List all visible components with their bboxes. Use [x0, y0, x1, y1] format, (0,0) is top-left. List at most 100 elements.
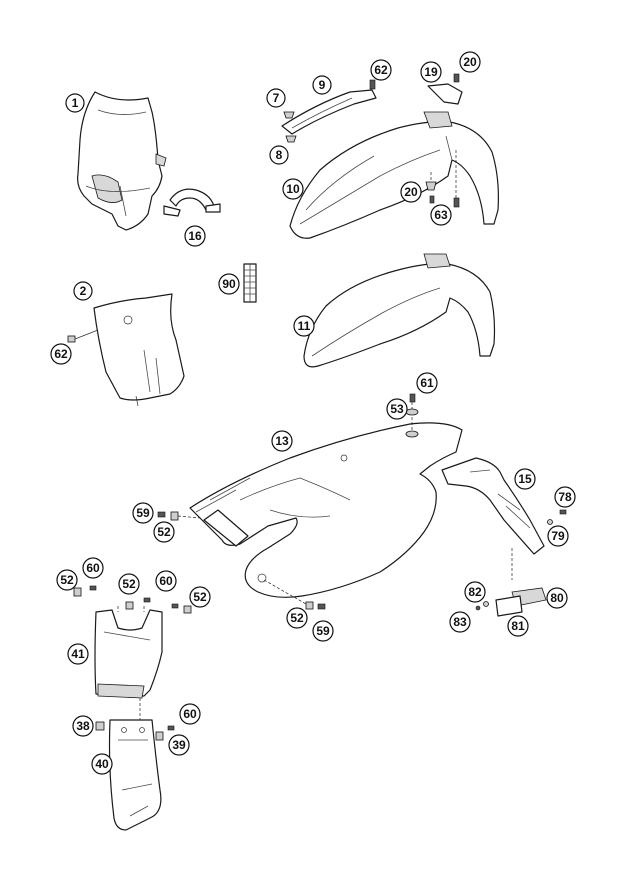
svg-text:16: 16 — [188, 229, 202, 243]
callout-60-plate-right: 60 — [155, 570, 177, 592]
number-plate — [93, 293, 185, 407]
svg-text:15: 15 — [518, 472, 532, 486]
screw-62-plate — [67, 329, 99, 343]
side-cover-seat — [189, 422, 463, 598]
screw-59-bottom — [317, 603, 326, 610]
screw-20-top — [453, 73, 460, 83]
screw-63b — [429, 195, 435, 204]
callout-15: 15 — [514, 468, 536, 490]
callout-2: 2 — [73, 281, 93, 301]
svg-text:79: 79 — [551, 529, 565, 543]
screw-60-plate-right — [171, 603, 179, 609]
svg-text:78: 78 — [558, 490, 572, 504]
screw-60-flap — [167, 725, 175, 731]
callout-20-top: 20 — [459, 51, 481, 73]
callout-52-plate-left: 52 — [56, 569, 78, 591]
callout-62-top: 62 — [370, 59, 392, 81]
callout-62-plate: 62 — [50, 343, 72, 365]
callout-63: 63 — [430, 204, 452, 226]
callout-83: 83 — [449, 611, 471, 633]
nut-52-plate-right — [183, 605, 192, 614]
svg-text:40: 40 — [95, 757, 109, 771]
svg-text:81: 81 — [511, 619, 525, 633]
callout-59-bottom: 59 — [312, 620, 334, 642]
callout-60-flap: 60 — [179, 703, 201, 725]
callout-80: 80 — [546, 587, 568, 609]
screw-59-left — [157, 511, 166, 518]
clip-38 — [95, 721, 105, 731]
license-light-bracket-81 — [495, 595, 523, 617]
nut-52-plate-left — [73, 587, 82, 597]
washer-82 — [483, 601, 489, 607]
callout-19: 19 — [420, 61, 442, 83]
nut-8 — [285, 135, 297, 143]
svg-text:13: 13 — [275, 434, 289, 448]
svg-text:38: 38 — [76, 719, 90, 733]
svg-text:83: 83 — [453, 615, 467, 629]
callout-7: 7 — [266, 88, 286, 108]
svg-text:52: 52 — [157, 525, 171, 539]
svg-text:10: 10 — [286, 182, 300, 196]
callout-78: 78 — [554, 486, 576, 508]
front-fender-alt — [303, 253, 496, 368]
washer-79 — [547, 519, 553, 525]
svg-text:80: 80 — [550, 591, 564, 605]
svg-text:62: 62 — [374, 63, 388, 77]
svg-text:52: 52 — [122, 577, 136, 591]
svg-text:61: 61 — [420, 376, 434, 390]
screw-7 — [283, 111, 295, 119]
svg-text:9: 9 — [319, 78, 326, 92]
svg-text:52: 52 — [60, 573, 74, 587]
svg-text:20: 20 — [463, 55, 477, 69]
svg-text:62: 62 — [54, 347, 68, 361]
svg-text:53: 53 — [390, 402, 404, 416]
callout-16: 16 — [184, 225, 206, 247]
callout-38: 38 — [72, 715, 94, 737]
callout-60-plate-left: 60 — [82, 557, 104, 579]
svg-text:60: 60 — [86, 561, 100, 575]
callout-13: 13 — [271, 430, 293, 452]
headlight-mask — [77, 91, 167, 231]
callout-10: 10 — [282, 178, 304, 200]
svg-text:2: 2 — [80, 284, 87, 298]
svg-text:8: 8 — [276, 148, 283, 162]
svg-text:82: 82 — [468, 585, 482, 599]
front-fender — [289, 111, 499, 239]
callout-52-seat-left: 52 — [153, 521, 175, 543]
svg-text:19: 19 — [424, 65, 438, 79]
callout-52-plate-right: 52 — [189, 586, 211, 608]
callout-11: 11 — [293, 315, 315, 337]
nut-52-plate-mid — [125, 601, 134, 610]
callout-8: 8 — [269, 145, 289, 165]
rear-fender-support — [441, 457, 545, 580]
callout-41: 41 — [67, 643, 89, 665]
svg-text:7: 7 — [273, 91, 280, 105]
bracket-19 — [427, 83, 463, 105]
callout-39: 39 — [168, 734, 190, 756]
callout-9: 9 — [312, 75, 332, 95]
screw-78 — [559, 509, 567, 515]
svg-text:90: 90 — [222, 277, 236, 291]
svg-text:63: 63 — [434, 208, 448, 222]
fender-bracket — [281, 89, 377, 135]
nut-20-mid — [425, 172, 437, 191]
svg-text:60: 60 — [159, 574, 173, 588]
svg-text:20: 20 — [404, 185, 418, 199]
callout-40: 40 — [91, 753, 113, 775]
screw-60-plate-mid — [143, 597, 151, 603]
screw-63 — [453, 150, 460, 208]
screw-83 — [475, 605, 481, 611]
svg-text:39: 39 — [172, 738, 186, 752]
mud-flap — [108, 698, 162, 831]
headlight-clamp — [163, 188, 221, 217]
nut-39 — [155, 731, 164, 741]
washer-53 — [405, 408, 419, 438]
callout-59-left: 59 — [132, 502, 154, 524]
svg-text:41: 41 — [71, 647, 85, 661]
callout-61: 61 — [416, 372, 438, 394]
svg-text:60: 60 — [183, 707, 197, 721]
screw-61 — [409, 393, 416, 430]
screw-60-plate-left — [89, 585, 97, 591]
nut-52-bottom — [263, 579, 314, 610]
callout-20-mid: 20 — [400, 181, 422, 203]
